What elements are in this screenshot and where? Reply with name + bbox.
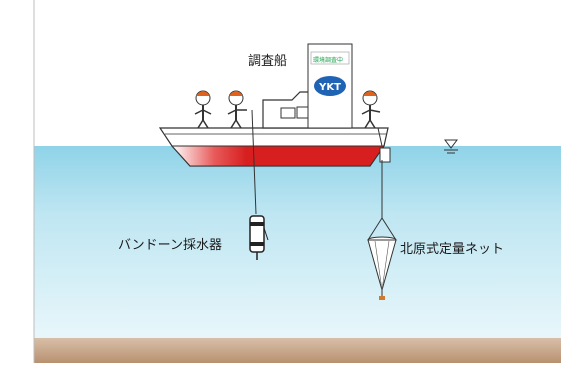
kitahara-net-label: 北原式定量ネット [400,242,505,257]
seabed [34,338,561,363]
plankton-net-icon [367,217,397,300]
van-dorn-sampler-label: バンドーン採水器 [118,238,223,253]
sea [34,146,561,341]
sign-logo-text: YKT [318,82,341,93]
worker-icon [227,90,247,129]
vessel-label: 調査船 [248,54,288,69]
sign-board-text: 環境調査中 [313,57,344,64]
survey-vessel: YKT [158,43,391,167]
sampler-rope [251,109,257,215]
worker-icon [194,90,212,129]
worker-icon [361,90,381,129]
van-dorn-sampler-icon [249,215,269,260]
water-surface-marker-icon [444,139,458,154]
sign-logo-icon: YKT [314,76,346,96]
